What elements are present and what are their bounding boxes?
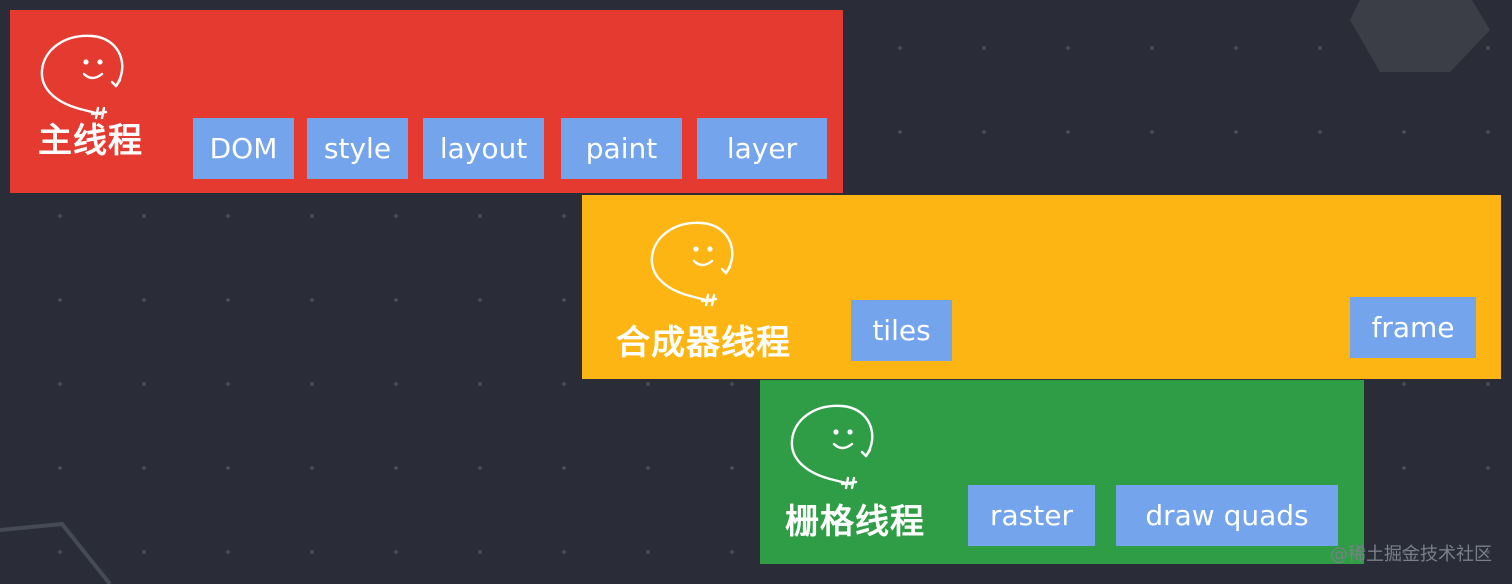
step-style: style: [307, 118, 408, 179]
step-paint: paint: [561, 118, 682, 179]
main-thread-panel: 主线程 DOM style layout paint layer: [10, 10, 843, 193]
decorative-hexagon-shape: [1350, 0, 1490, 72]
step-frame: frame: [1350, 297, 1476, 358]
decorative-triangle-shape: [0, 521, 112, 584]
main-thread-title: 主线程: [38, 121, 143, 161]
smiley-speech-bubble-icon: [790, 404, 874, 490]
step-layer: layer: [697, 118, 827, 179]
smiley-speech-bubble-icon: [650, 221, 734, 307]
step-raster: raster: [968, 485, 1095, 546]
step-tiles: tiles: [851, 300, 952, 361]
step-dom: DOM: [193, 118, 294, 179]
step-layout: layout: [423, 118, 544, 179]
step-draw-quads: draw quads: [1116, 485, 1338, 546]
raster-thread-panel: 栅格线程 raster draw quads: [760, 380, 1364, 564]
compositor-thread-panel: 合成器线程 tiles frame: [582, 195, 1501, 379]
raster-thread-title: 栅格线程: [785, 502, 925, 542]
compositor-thread-title: 合成器线程: [616, 323, 791, 363]
watermark: @稀土掘金技术社区: [1330, 544, 1492, 565]
smiley-speech-bubble-icon: [40, 34, 124, 120]
